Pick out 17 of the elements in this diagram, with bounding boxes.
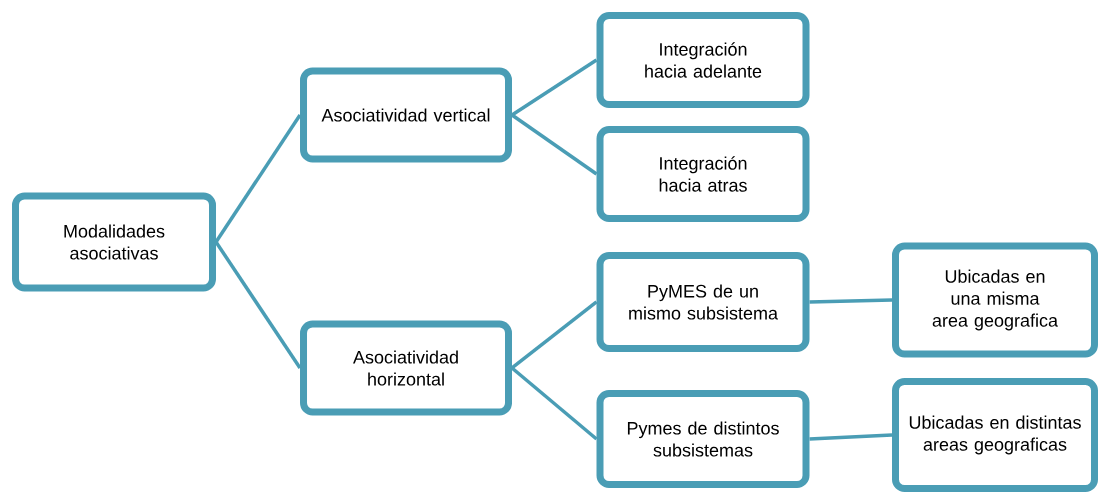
connector-line	[809, 433, 893, 441]
text-box: Asociatividad vertical	[300, 67, 512, 163]
text-box: Integración hacia atras	[596, 126, 810, 222]
connector-line	[214, 241, 302, 369]
connector-line	[511, 58, 598, 117]
text-box: Integración hacia adelante	[596, 12, 810, 108]
text-box: PyMES de un mismo subsistema	[596, 252, 810, 352]
text-box: Pymes de distintos subsistemas	[596, 390, 810, 488]
text-box: Ubicadas en distintas areas geograficas	[892, 378, 1098, 492]
connector-line	[214, 114, 302, 243]
connector-line	[510, 366, 598, 441]
text-box: Ubicadas en una misma area geografica	[892, 242, 1098, 358]
connector-line	[510, 300, 598, 370]
connector-line	[511, 113, 598, 176]
text-box: Asociatividad horizontal	[300, 320, 512, 416]
text-box: Modalidades asociativas	[12, 192, 216, 292]
connector-line	[809, 298, 893, 304]
